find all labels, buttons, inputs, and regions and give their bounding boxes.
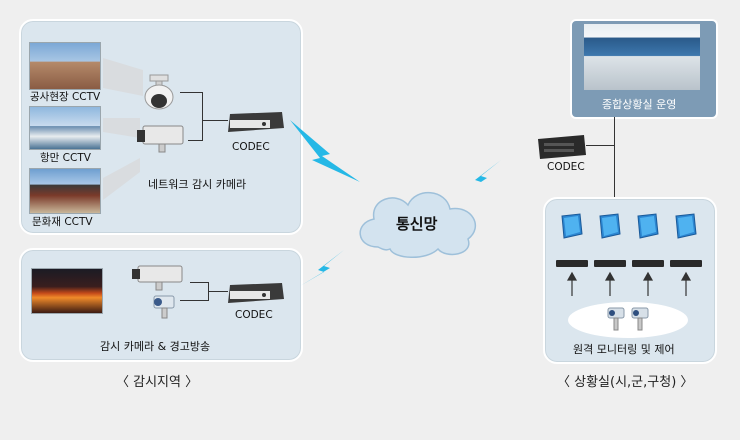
network-cloud-icon <box>359 191 477 258</box>
ptz-dome-camera-icon <box>144 74 174 110</box>
ops-connector <box>614 145 615 197</box>
camera-connector <box>180 92 202 93</box>
control-camera-platform <box>568 302 688 338</box>
harbor-photo <box>29 106 101 150</box>
decoder-device <box>632 260 664 267</box>
construction-site-photo <box>29 42 101 90</box>
decoder-device <box>556 260 588 267</box>
network-label: 통신망 <box>396 215 438 233</box>
fire-photo <box>31 268 103 314</box>
surveillance-area-caption: 〈 감시지역 〉 <box>116 375 199 390</box>
up-arrows <box>566 271 692 296</box>
harbor-cctv-label: 항만 CCTV <box>40 152 91 164</box>
alarm-connector <box>208 291 228 292</box>
decoder-device <box>670 260 702 267</box>
monitor-icon <box>599 213 621 239</box>
network-camera-label: 네트워크 감시 카메라 <box>148 178 247 191</box>
wireless-link-icon <box>300 250 344 286</box>
wireless-link-icon <box>457 160 501 198</box>
alarm-connector <box>180 300 208 301</box>
monitor-icon <box>637 213 659 239</box>
camera-connector <box>202 92 203 141</box>
heritage-cctv-label: 문화재 CCTV <box>32 216 93 228</box>
decoder-device <box>594 260 626 267</box>
codec-label: CODEC <box>232 141 270 153</box>
remote-monitoring-label: 원격 모니터링 및 제어 <box>573 343 675 356</box>
control-camera-icon <box>631 307 649 331</box>
ops-connector <box>614 117 615 145</box>
alarm-codec-device-icon <box>228 283 284 303</box>
alarm-box-camera-icon <box>132 265 183 291</box>
box-camera-icon <box>137 125 184 153</box>
control-room-caption: 〈 상황실(시,군,구청) 〉 <box>557 375 694 390</box>
codec-device-icon <box>228 112 284 132</box>
alarm-codec-label: CODEC <box>235 309 273 321</box>
ops-center-label: 종합상황실 운영 <box>602 98 677 111</box>
ops-codec-label: CODEC <box>547 161 585 173</box>
camera-connector <box>202 120 228 121</box>
wireless-link-icon <box>290 120 360 182</box>
construction-cctv-label: 공사현장 CCTV <box>30 91 101 103</box>
control-camera-icon <box>607 307 625 331</box>
monitor-icon <box>675 213 697 239</box>
control-room-photo <box>584 24 700 90</box>
alarm-camera-label: 감시 카메라 & 경고방송 <box>100 340 211 353</box>
server-codec-icon <box>538 135 586 159</box>
monitor-icon <box>561 213 583 239</box>
ops-connector <box>586 145 615 146</box>
cultural-heritage-photo <box>29 168 101 214</box>
alarm-connector <box>190 282 208 283</box>
camera-connector <box>188 140 202 141</box>
speaker-camera-icon <box>153 295 175 319</box>
